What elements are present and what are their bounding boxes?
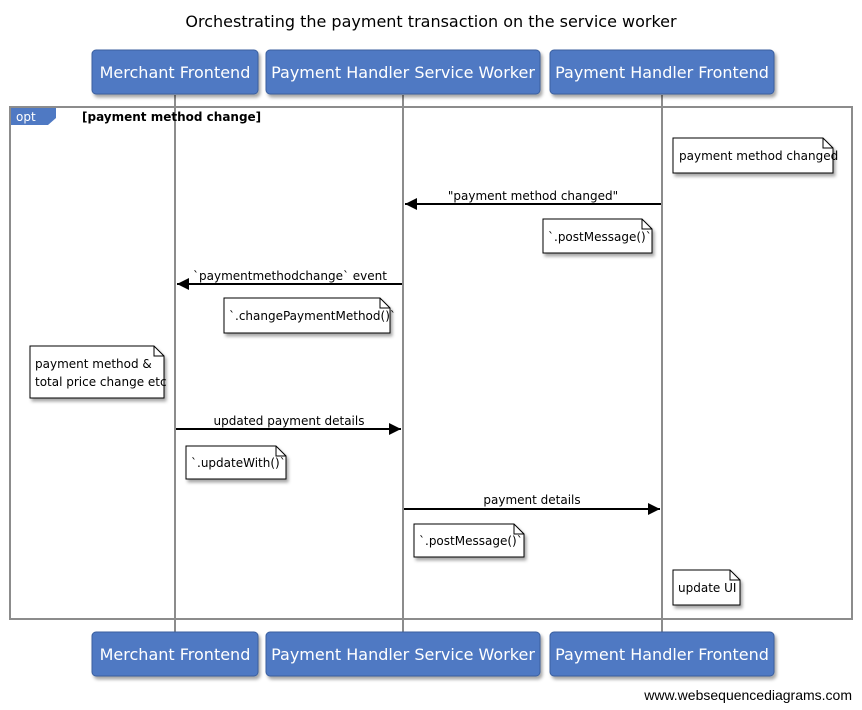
actor-label: Merchant Frontend bbox=[100, 63, 251, 82]
actor-label: Payment Handler Frontend bbox=[555, 645, 769, 664]
message-label: `paymentmethodchange` event bbox=[193, 269, 387, 283]
note-update-ui bbox=[672, 569, 741, 606]
actor-merchant-bottom: Merchant Frontend bbox=[91, 631, 259, 677]
message-label: updated payment details bbox=[214, 414, 365, 428]
actor-service-worker-top: Payment Handler Service Worker bbox=[265, 49, 541, 95]
message-payment-method-changed: "payment method changed" bbox=[405, 189, 661, 210]
actor-label: Merchant Frontend bbox=[100, 645, 251, 664]
actor-payment-handler-frontend-top: Payment Handler Frontend bbox=[549, 49, 775, 95]
opt-fragment: opt [payment method change] bbox=[9, 106, 853, 620]
note-text: `.postMessage()` bbox=[548, 230, 652, 244]
message-payment-details: payment details bbox=[404, 493, 660, 515]
fragment-tag bbox=[11, 108, 56, 125]
note-text: update UI bbox=[678, 581, 736, 595]
note-text: payment method & bbox=[35, 357, 152, 371]
note-change-payment-method bbox=[223, 297, 391, 334]
actor-label: Payment Handler Service Worker bbox=[271, 645, 535, 664]
note-text: total price change etc bbox=[35, 375, 167, 389]
diagram-title: Orchestrating the payment transaction on… bbox=[185, 12, 677, 31]
actor-label: Payment Handler Frontend bbox=[555, 63, 769, 82]
note-post-message-2 bbox=[413, 523, 525, 558]
message-updated-payment-details: updated payment details bbox=[176, 414, 401, 435]
note-text: `.postMessage()` bbox=[419, 534, 523, 548]
message-label: payment details bbox=[483, 493, 580, 507]
note-text: `.updateWith()` bbox=[191, 456, 286, 470]
note-payment-method-changed bbox=[672, 137, 834, 174]
fragment-frame bbox=[9, 106, 853, 620]
note-text: payment method changed bbox=[679, 149, 838, 163]
note-post-message-1 bbox=[542, 218, 653, 254]
actor-merchant-top: Merchant Frontend bbox=[91, 49, 259, 95]
message-label: "payment method changed" bbox=[448, 189, 618, 203]
watermark: www.websequencediagrams.com bbox=[643, 687, 852, 703]
fragment-operator: opt bbox=[16, 110, 36, 124]
note-update-with bbox=[185, 445, 287, 480]
note-text: `.changePaymentMethod()` bbox=[229, 309, 396, 323]
message-paymentmethodchange-event: `paymentmethodchange` event bbox=[177, 269, 402, 290]
actor-payment-handler-frontend-bottom: Payment Handler Frontend bbox=[549, 631, 775, 677]
actor-service-worker-bottom: Payment Handler Service Worker bbox=[265, 631, 541, 677]
actor-label: Payment Handler Service Worker bbox=[271, 63, 535, 82]
fragment-condition: [payment method change] bbox=[82, 110, 261, 124]
note-payment-method-total-price bbox=[29, 345, 165, 399]
